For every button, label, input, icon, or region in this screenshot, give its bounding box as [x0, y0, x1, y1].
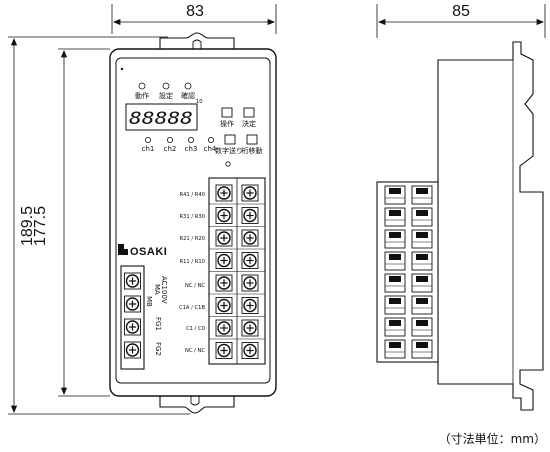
- terminal-label-r4: R41 / R40: [180, 192, 205, 198]
- right-terminal-block: [208, 177, 266, 365]
- channel-label-4: ch4: [204, 145, 217, 153]
- channel-label-1: ch1: [142, 145, 155, 153]
- terminal-label-nc2: NC / NC: [185, 348, 205, 354]
- width-dimension-front: [111, 4, 277, 34]
- led-label-confirm: 確認: [181, 91, 195, 100]
- side-view: [376, 41, 544, 411]
- right-terminal-labels: R41 / R40 R31 / R30 R21 / R20 R11 / R10 …: [179, 192, 205, 354]
- operate-button[interactable]: [221, 107, 233, 118]
- digit-send-button[interactable]: [224, 134, 236, 145]
- confirm-button[interactable]: [243, 107, 255, 118]
- height-body-label: 177.5: [32, 206, 49, 246]
- terminal-label-mb: MB: [145, 296, 153, 307]
- height-total-label: 189.5: [19, 206, 36, 246]
- brand-logo: [118, 244, 128, 255]
- terminal-label-c1a: C1A / C1B: [179, 305, 205, 311]
- terminal-label-fg2: FG2: [154, 342, 162, 356]
- width-side-label: 85: [452, 3, 470, 20]
- display-digits: 88888: [129, 109, 193, 129]
- operate-button-label: 操作: [220, 119, 234, 128]
- din-rail-mount: [437, 41, 544, 411]
- front-view: 動作 設定 確認 88888 10 操作 決定 ch1 ch2 ch3 ch4 …: [109, 32, 277, 414]
- terminal-label-r3: R31 / R30: [180, 214, 205, 220]
- status-leds: [138, 82, 192, 90]
- terminal-label-c1: C1 / C0: [186, 326, 205, 332]
- top-mount-tab: [159, 32, 235, 49]
- width-dimension-side: [376, 4, 546, 38]
- channel-leds: [144, 136, 214, 143]
- terminal-label-ac100v: AC100V: [160, 276, 168, 304]
- digit-send-button-label: 数字送り: [215, 146, 243, 155]
- left-terminal-block: [120, 265, 145, 370]
- terminal-label-r2: R21 / R20: [180, 236, 205, 242]
- terminal-label-fg1: FG1: [154, 317, 162, 331]
- unit-note: （寸法単位：mm）: [439, 431, 546, 446]
- seven-segment-display: [125, 103, 198, 131]
- terminal-label-r1: R11 / R10: [180, 259, 205, 265]
- width-front-label: 83: [186, 3, 204, 20]
- brand-name: OSAKI: [130, 246, 167, 258]
- channel-label-2: ch2: [164, 145, 177, 153]
- confirm-button-label: 決定: [242, 119, 256, 128]
- digit-move-button[interactable]: [246, 134, 258, 145]
- digit-move-button-label: 桁移動: [242, 146, 263, 155]
- bottom-mount-tab: [159, 396, 235, 414]
- display-exponent: 10: [196, 99, 203, 105]
- left-terminal-labels: MA MB AC100V FG1 FG2: [145, 276, 168, 356]
- height-dimension-body: [58, 48, 110, 397]
- height-dimension-total: [8, 36, 190, 415]
- led-label-operation: 動作: [135, 91, 149, 100]
- terminal-label-ma: MA: [153, 284, 161, 295]
- channel-label-3: ch3: [185, 145, 198, 153]
- terminal-label-nc1: NC / NC: [185, 283, 205, 289]
- led-label-setting: 設定: [159, 91, 173, 100]
